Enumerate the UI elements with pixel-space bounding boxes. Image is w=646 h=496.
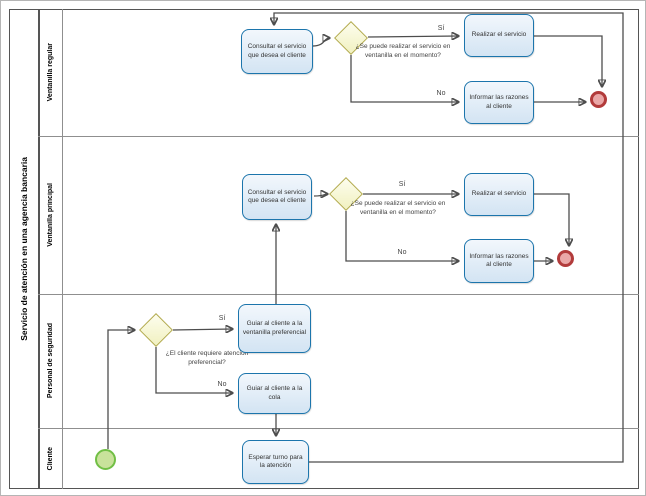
task-consultar-servicio-regular: Consultar el servicio que desea el clien… (241, 29, 313, 74)
flow-label-si-seguridad: Sí (218, 315, 226, 322)
task-informar-razones-principal: Informar las razones al cliente (464, 239, 534, 283)
pool-border (9, 9, 639, 489)
lane-label-text: Ventanilla principal (47, 183, 54, 247)
flow-label-no-seguridad: No (217, 381, 227, 388)
task-realizar-servicio-regular: Realizar el servicio (464, 14, 534, 57)
gateway-seguridad-question: ¿El cliente requiere atención preferenci… (165, 350, 249, 366)
end-event-regular (590, 91, 607, 108)
lane-label-text: Ventanilla regular (47, 43, 54, 102)
task-consultar-servicio-principal: Consultar el servicio que desea el clien… (242, 174, 312, 220)
flow-label-no-principal: No (397, 249, 407, 256)
lane-label-personal-seguridad: Personal de seguridad (39, 294, 62, 428)
flow-label-no-regular: No (436, 90, 446, 97)
task-guiar-cola: Guiar al cliente a la cola (238, 373, 311, 414)
lane-divider-1 (38, 136, 639, 137)
lane-label-cliente: Cliente (39, 428, 62, 489)
pool-title: Servicio de atención en una agencia banc… (9, 9, 38, 489)
lane-label-separator (62, 9, 63, 489)
lane-label-text: Personal de seguridad (47, 323, 54, 399)
task-realizar-servicio-principal: Realizar el servicio (464, 173, 534, 216)
task-guiar-ventanilla-preferencial: Guiar al cliente a la ventanilla prefere… (238, 304, 311, 353)
task-esperar-turno: Esperar turno para la atención (242, 440, 309, 484)
lane-label-ventanilla-principal: Ventanilla principal (39, 136, 62, 294)
start-event (95, 449, 116, 470)
lane-divider-3 (38, 428, 639, 429)
lane-label-ventanilla-regular: Ventanilla regular (39, 9, 62, 136)
lane-label-text: Cliente (47, 446, 54, 471)
flow-label-si-principal: Sí (398, 181, 406, 188)
flow-label-si-regular: Sí (437, 25, 445, 32)
end-event-principal (557, 250, 574, 267)
pool-title-separator (38, 9, 40, 489)
task-informar-razones-regular: Informar las razones al cliente (464, 81, 534, 124)
gateway-principal-question: ¿Se puede realizar el servicio en ventan… (350, 200, 446, 216)
gateway-regular-question: ¿Se puede realizar el servicio en ventan… (355, 43, 451, 59)
lane-divider-2 (38, 294, 639, 295)
pool-title-text: Servicio de atención en una agencia banc… (18, 157, 29, 341)
